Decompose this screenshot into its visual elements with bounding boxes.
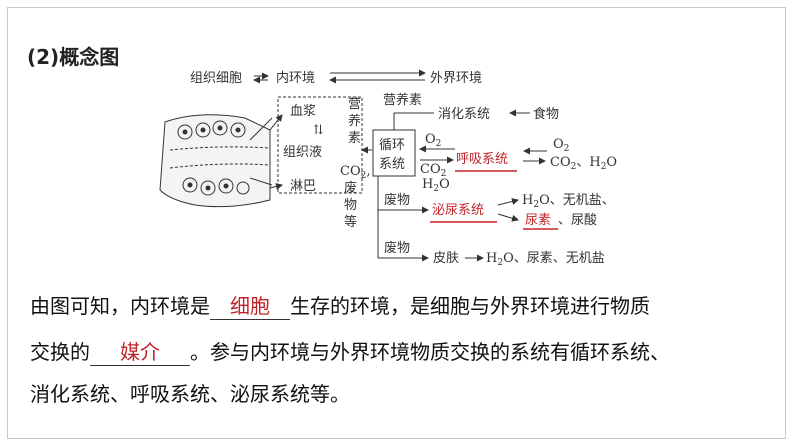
nutrient-v1: 营 [348, 97, 361, 112]
waste-label-a: 废物 [384, 192, 410, 208]
blank-answer-2: 媒介 [90, 336, 190, 366]
food-label: 食物 [533, 106, 559, 122]
urinary-products: H [522, 193, 533, 208]
internal-env-box [277, 96, 363, 194]
co2-out-label: CO [420, 162, 441, 177]
blank-answer-1: 细胞 [210, 290, 290, 320]
skin-products: H [486, 251, 497, 266]
para-line-1: 由图可知，内环境是细胞生存的环境，是细胞与外界环境进行物质 [30, 290, 650, 320]
waste-v2: 物 [344, 198, 357, 213]
para-line-2: 交换的媒介。参与内环境与外界环境物质交换的系统有循环系统、 [30, 336, 670, 366]
svg-text:⇅: ⇅ [313, 123, 324, 138]
svg-text:CO2: CO2 [420, 162, 446, 179]
waste-v3: 等 [344, 214, 357, 230]
external-env-label: 外界环境 [430, 71, 482, 86]
nutrient-v3: 素 [348, 131, 361, 146]
skin-label: 皮肤 [433, 251, 459, 266]
internal-env-label: 内环境 [276, 70, 315, 86]
lymph-label: 淋巴 [290, 179, 316, 194]
tissue-illustration [159, 114, 273, 208]
svg-text:O2: O2 [553, 137, 569, 154]
svg-text:CO2,: CO2, [340, 164, 370, 181]
o2-in-label: O [425, 132, 436, 147]
plasma-label: 血浆 [290, 104, 316, 119]
co2-waste-label: CO [340, 164, 361, 179]
respiratory-system-label: 呼吸系统 [456, 152, 508, 167]
tissue-fluid-label: 组织液 [283, 145, 322, 160]
resp-co2-label: CO [550, 155, 571, 170]
digestive-system-label: 消化系统 [438, 107, 490, 122]
nutrient-v2: 养 [348, 113, 361, 129]
svg-text:H2O、尿素、无机盐: H2O、尿素、无机盐 [486, 251, 605, 268]
svg-text:CO2、H2O: CO2、H2O [550, 155, 617, 172]
urea-label: 尿素 [525, 213, 551, 228]
svg-text:H2O、无机盐、: H2O、无机盐、 [522, 193, 615, 210]
urinary-system-label: 泌尿系统 [432, 203, 484, 218]
uric-acid-label: 、尿酸 [558, 213, 597, 228]
para-line-3: 消化系统、呼吸系统、泌尿系统等。 [30, 382, 350, 406]
waste-v1: 废 [344, 180, 357, 196]
slide-frame [7, 7, 786, 439]
svg-text:O2: O2 [425, 132, 441, 149]
tissue-cells-label: 组织细胞 [190, 71, 242, 86]
svg-text:H2O: H2O [422, 177, 450, 194]
o2-outside-label: O [553, 137, 564, 152]
nutrient-label: 营养素 [383, 92, 422, 108]
circ-label-2: 系统 [379, 157, 405, 172]
waste-label-b: 废物 [384, 240, 410, 256]
h2o-label: H [422, 177, 433, 192]
section-heading: (2)概念图 [27, 45, 120, 69]
circ-label-1: 循环 [379, 138, 405, 153]
